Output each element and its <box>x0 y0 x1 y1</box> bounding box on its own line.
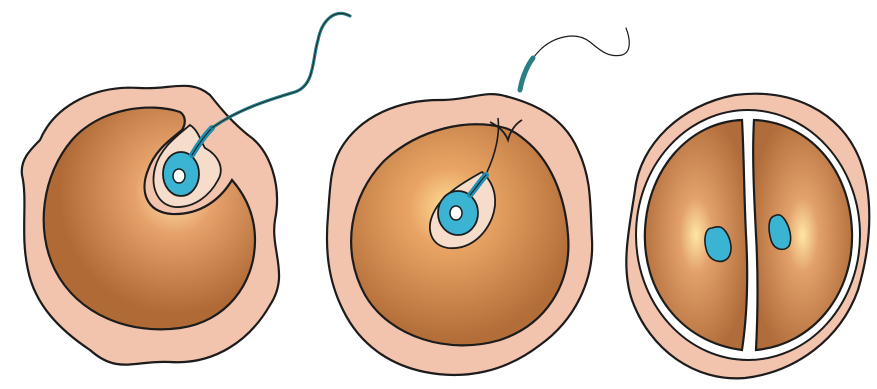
nucleolus <box>173 169 185 183</box>
stage-1-sperm-entering <box>22 13 350 364</box>
stage-3-two-cell <box>626 94 869 379</box>
stage-2-sperm-inside <box>327 28 629 375</box>
sperm-tail-fragment <box>520 28 629 90</box>
sperm-tail-piece <box>520 58 533 90</box>
sperm-tail <box>212 13 350 128</box>
nucleolus <box>450 206 462 220</box>
